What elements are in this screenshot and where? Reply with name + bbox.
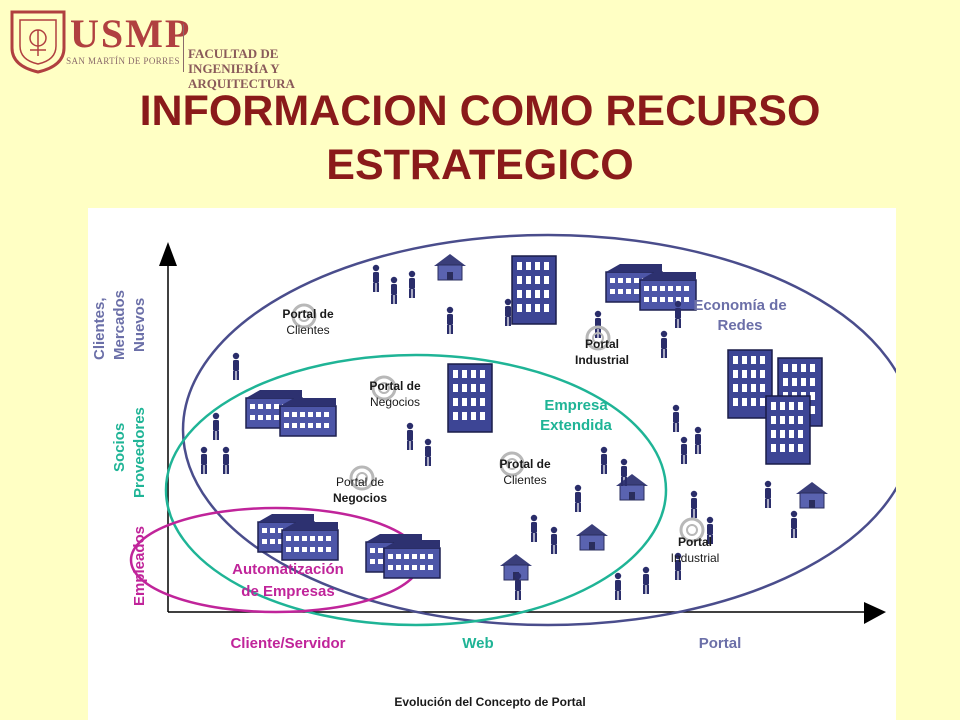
empresa-extendida-label-line-2: Extendida [540, 417, 612, 434]
y-label-proveedores: Proveedores [131, 407, 148, 498]
economia-label-line-2: Redes [717, 317, 762, 334]
empresa-extendida-ellipse [164, 353, 668, 627]
portal-negocios-label-line-2: Negocios [370, 395, 420, 409]
faculty-line-2: INGENIERÍA Y ARQUITECTURA [188, 61, 295, 91]
office-tower-icon [511, 255, 557, 325]
y-label-nuevos: Nuevos [131, 298, 148, 352]
x-label-cliente-servidor: Cliente/Servidor [230, 635, 345, 652]
portal-clientes-label-line-2: Clientes [286, 323, 329, 337]
usmp-logo: USMP SAN MARTÍN DE PORRES FACULTAD DE IN… [8, 8, 368, 91]
logo-divider [183, 24, 184, 72]
faculty-line-1: FACULTAD DE [188, 46, 279, 61]
y-label-clientes: Clientes, [91, 297, 108, 360]
portal-industrial-label-line-1: Portal [585, 337, 619, 351]
portal-negocios-label-line-1: Portal de [369, 379, 421, 393]
house-icon [615, 473, 649, 501]
factory-icon [383, 539, 441, 579]
factory-icon [281, 521, 339, 561]
x-label-web: Web [462, 635, 493, 652]
office-tower-icon [447, 363, 493, 433]
y-label-mercados: Mercados [111, 290, 128, 360]
portal-negocios-2-label-line-1: Portal de [336, 475, 384, 489]
protal-clientes-label-line-2: Clientes [503, 473, 546, 487]
slide-title-line-2: ESTRATEGICO [326, 141, 634, 189]
economia-label-line-1: Economía de [693, 297, 786, 314]
y-label-socios: Socios [111, 423, 128, 472]
automatizacion-label-line-1: Automatización [232, 561, 344, 578]
university-seal-icon [10, 10, 66, 74]
x-label-portal: Portal [699, 635, 742, 652]
empresa-extendida-label-line-1: Empresa [544, 397, 608, 414]
portal-clientes-label-line-1: Portal de [282, 307, 334, 321]
house-icon [433, 253, 467, 281]
house-icon [795, 481, 829, 509]
portal-industrial-2-label-line-2: Industrial [671, 551, 720, 565]
portal-industrial-2-label-line-1: Portal [678, 535, 712, 549]
office-tower-icon [765, 395, 811, 465]
portal-negocios-2-label-line-2: Negocios [333, 491, 387, 505]
portal-industrial-label-line-2: Industrial [575, 353, 629, 367]
slide-title-line-1: INFORMACION COMO RECURSO [139, 87, 821, 135]
brand-subtitle: SAN MARTÍN DE PORRES [66, 56, 180, 66]
factory-icon [279, 397, 337, 437]
y-label-empleados: Empleados [131, 526, 148, 606]
factory-icon [639, 271, 697, 311]
economia-de-redes-ellipse [181, 233, 896, 627]
y-axis-arrow [159, 242, 177, 612]
protal-clientes-label-line-1: Protal de [499, 457, 551, 471]
house-icon [575, 523, 609, 551]
brand-name: USMP [70, 11, 192, 56]
diagram-caption: Evolución del Concepto de Portal [394, 695, 585, 709]
automatizacion-label-line-2: de Empresas [241, 583, 334, 600]
portal-evolution-diagram: Portal de Clientes Portal Industrial Por… [88, 208, 896, 720]
